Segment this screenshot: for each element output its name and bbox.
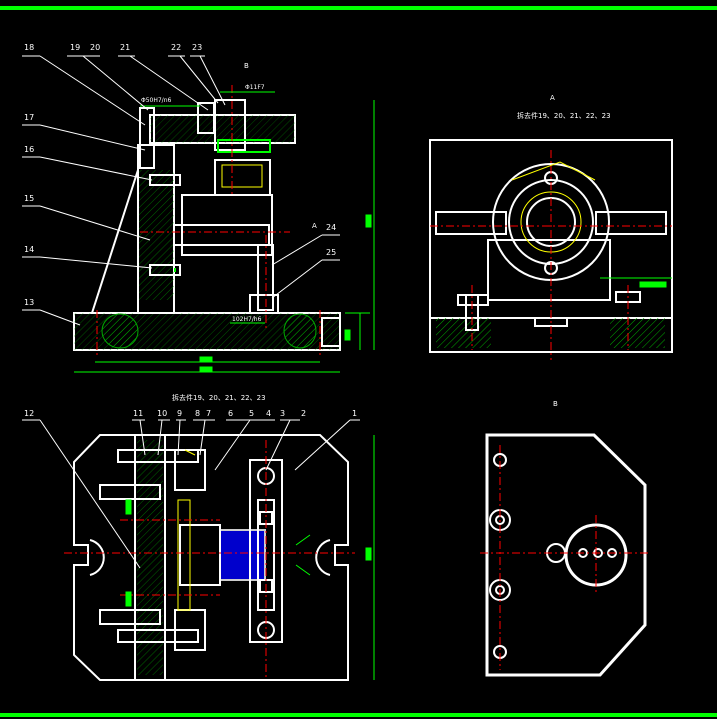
fit-annotation-1: Φ50H7/n6 xyxy=(141,97,172,104)
part-number-13: 13 xyxy=(24,298,34,307)
front-view xyxy=(73,99,341,351)
part-number-19: 19 xyxy=(70,43,80,52)
part-number-9: 9 xyxy=(177,409,182,418)
part-number-2: 2 xyxy=(301,409,306,418)
view-arrow-b-label: B xyxy=(244,62,249,70)
part-number-5: 5 xyxy=(249,409,254,418)
part-number-3: 3 xyxy=(280,409,285,418)
front-view-centerlines xyxy=(96,85,321,355)
fit-annotation-2: Φ11F7 xyxy=(245,84,265,91)
section-a-title: A xyxy=(550,94,555,102)
top-view-caption: 拆去件19、20、21、22、23 xyxy=(172,393,266,402)
part-number-4: 4 xyxy=(266,409,271,418)
top-view-leaders xyxy=(22,419,360,569)
view-b-title: B xyxy=(553,400,558,408)
part-number-22: 22 xyxy=(171,43,181,52)
part-number-21: 21 xyxy=(120,43,130,52)
section-a-caption: 拆去件19、20、21、22、23 xyxy=(517,111,611,120)
part-number-15: 15 xyxy=(24,194,34,203)
top-view-dimensions xyxy=(125,435,375,680)
part-number-7: 7 xyxy=(206,409,211,418)
part-number-24: 24 xyxy=(326,223,336,232)
part-number-10: 10 xyxy=(157,409,167,418)
front-view-dimensions xyxy=(74,91,375,373)
section-a-dimensions xyxy=(600,277,672,288)
view-arrow-a-label: A xyxy=(312,222,317,230)
part-number-11: 11 xyxy=(133,409,143,418)
part-number-6: 6 xyxy=(228,409,233,418)
section-a-centerlines xyxy=(430,150,672,360)
dimension-annotation-small: 102H7/h6 xyxy=(232,316,262,323)
part-number-12: 12 xyxy=(24,409,34,418)
part-number-23: 23 xyxy=(192,43,202,52)
top-view-centerlines xyxy=(64,440,355,680)
front-view-leaders xyxy=(22,55,340,326)
part-number-18: 18 xyxy=(24,43,34,52)
view-b xyxy=(485,433,647,677)
part-number-20: 20 xyxy=(90,43,100,52)
part-number-8: 8 xyxy=(195,409,200,418)
part-number-25: 25 xyxy=(326,248,336,257)
part-number-14: 14 xyxy=(24,245,34,254)
part-number-1: 1 xyxy=(352,409,357,418)
sheet-border-top xyxy=(0,6,717,10)
view-b-centerlines xyxy=(480,445,650,670)
part-number-17: 17 xyxy=(24,113,34,122)
top-view xyxy=(73,434,349,681)
part-number-16: 16 xyxy=(24,145,34,154)
sheet-border-bottom xyxy=(0,713,717,717)
